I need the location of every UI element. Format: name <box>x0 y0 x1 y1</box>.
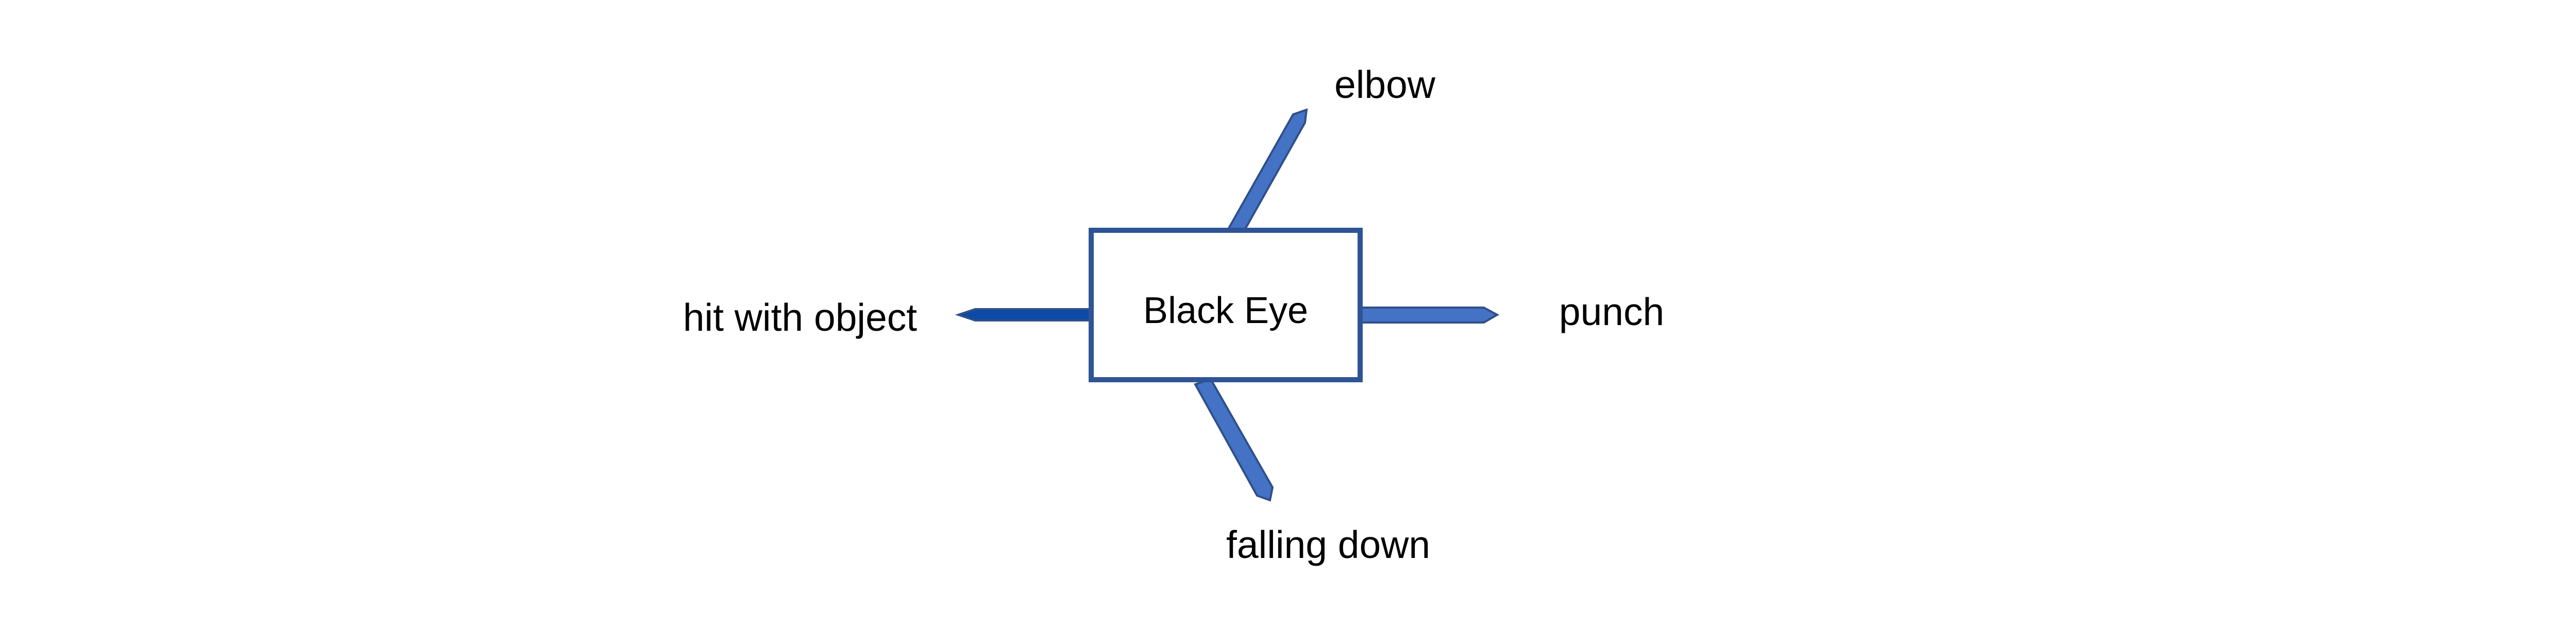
spoke-falling-down <box>1194 378 1274 502</box>
label-hit-with-object: hit with object <box>683 296 918 339</box>
spoke-elbow <box>1227 108 1308 236</box>
spoke-hit-with-object <box>955 308 1092 321</box>
label-punch: punch <box>1559 290 1664 333</box>
label-elbow: elbow <box>1334 63 1436 106</box>
label-falling-down: falling down <box>1226 523 1430 566</box>
center-box <box>1089 228 1363 382</box>
center-label: Black Eye <box>1143 290 1308 331</box>
spoke-punch <box>1361 307 1500 324</box>
